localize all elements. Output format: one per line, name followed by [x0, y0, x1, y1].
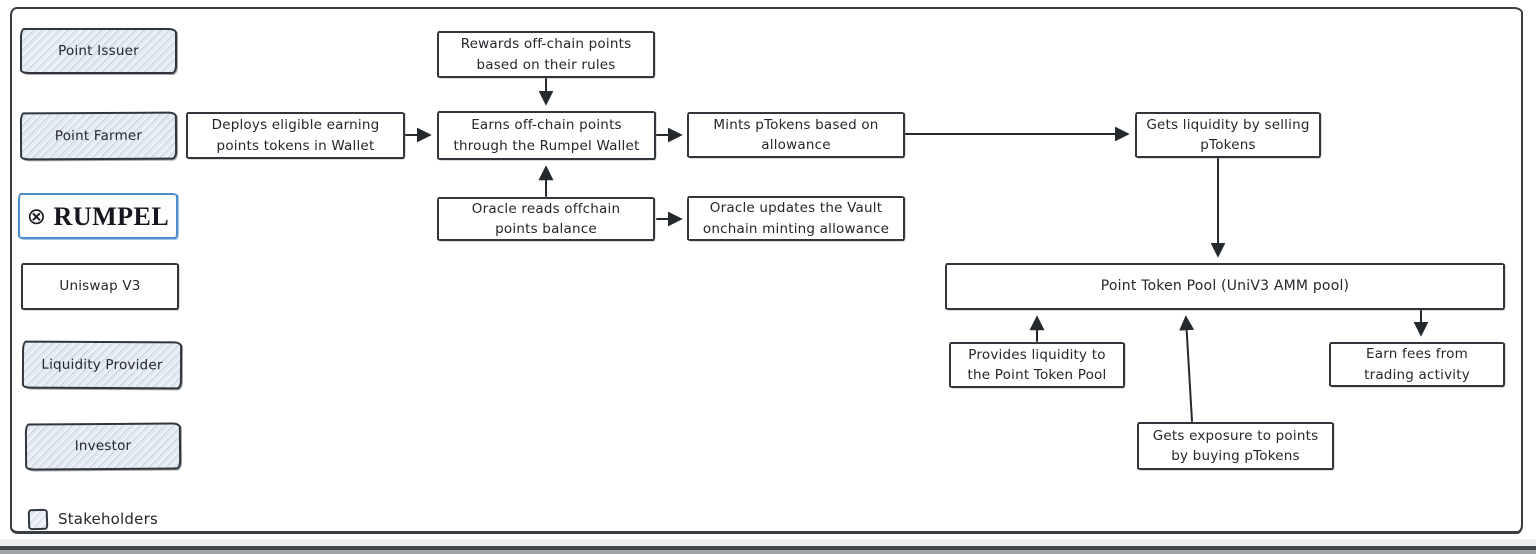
node-earns-offchain-points: Earns off-chain points through the Rumpe…: [437, 111, 656, 160]
bottom-edge-light: [0, 539, 1536, 546]
legend-stakeholder-label: Stakeholders: [58, 510, 158, 528]
rumpel-logo: ⊗ RUMPEL: [27, 197, 169, 236]
node-rumpel: ⊗ RUMPEL: [18, 193, 178, 239]
node-earn-fees: Earn fees from trading activity: [1329, 342, 1505, 387]
node-provides-liquidity: Provides liquidity to the Point Token Po…: [949, 342, 1125, 388]
bottom-edge-gray: [0, 550, 1536, 554]
node-gets-exposure: Gets exposure to points by buying pToken…: [1137, 422, 1334, 470]
node-point-farmer: Point Farmer: [19, 111, 178, 161]
node-oracle-reads: Oracle reads offchain points balance: [437, 197, 655, 241]
rumpel-logo-icon: ⊗: [26, 203, 47, 230]
node-point-issuer: Point Issuer: [20, 28, 177, 74]
node-uniswap-v3: Uniswap V3: [21, 263, 179, 310]
node-liquidity-provider: Liquidity Provider: [21, 340, 183, 390]
node-gets-liquidity: Gets liquidity by selling pTokens: [1135, 112, 1321, 158]
bottom-edge-dark: [0, 546, 1536, 550]
node-mints-ptokens: Mints pTokens based on allowance: [687, 112, 905, 158]
node-point-token-pool: Point Token Pool (UniV3 AMM pool): [945, 263, 1505, 310]
legend-stakeholder-swatch: [27, 508, 49, 531]
node-oracle-updates: Oracle updates the Vault onchain minting…: [687, 196, 905, 241]
node-investor: Investor: [24, 422, 182, 471]
node-rewards-offchain-points: Rewards off-chain points based on their …: [437, 31, 655, 78]
rumpel-logo-text: RUMPEL: [53, 201, 170, 231]
node-deploys-tokens: Deploys eligible earning points tokens i…: [186, 112, 405, 159]
